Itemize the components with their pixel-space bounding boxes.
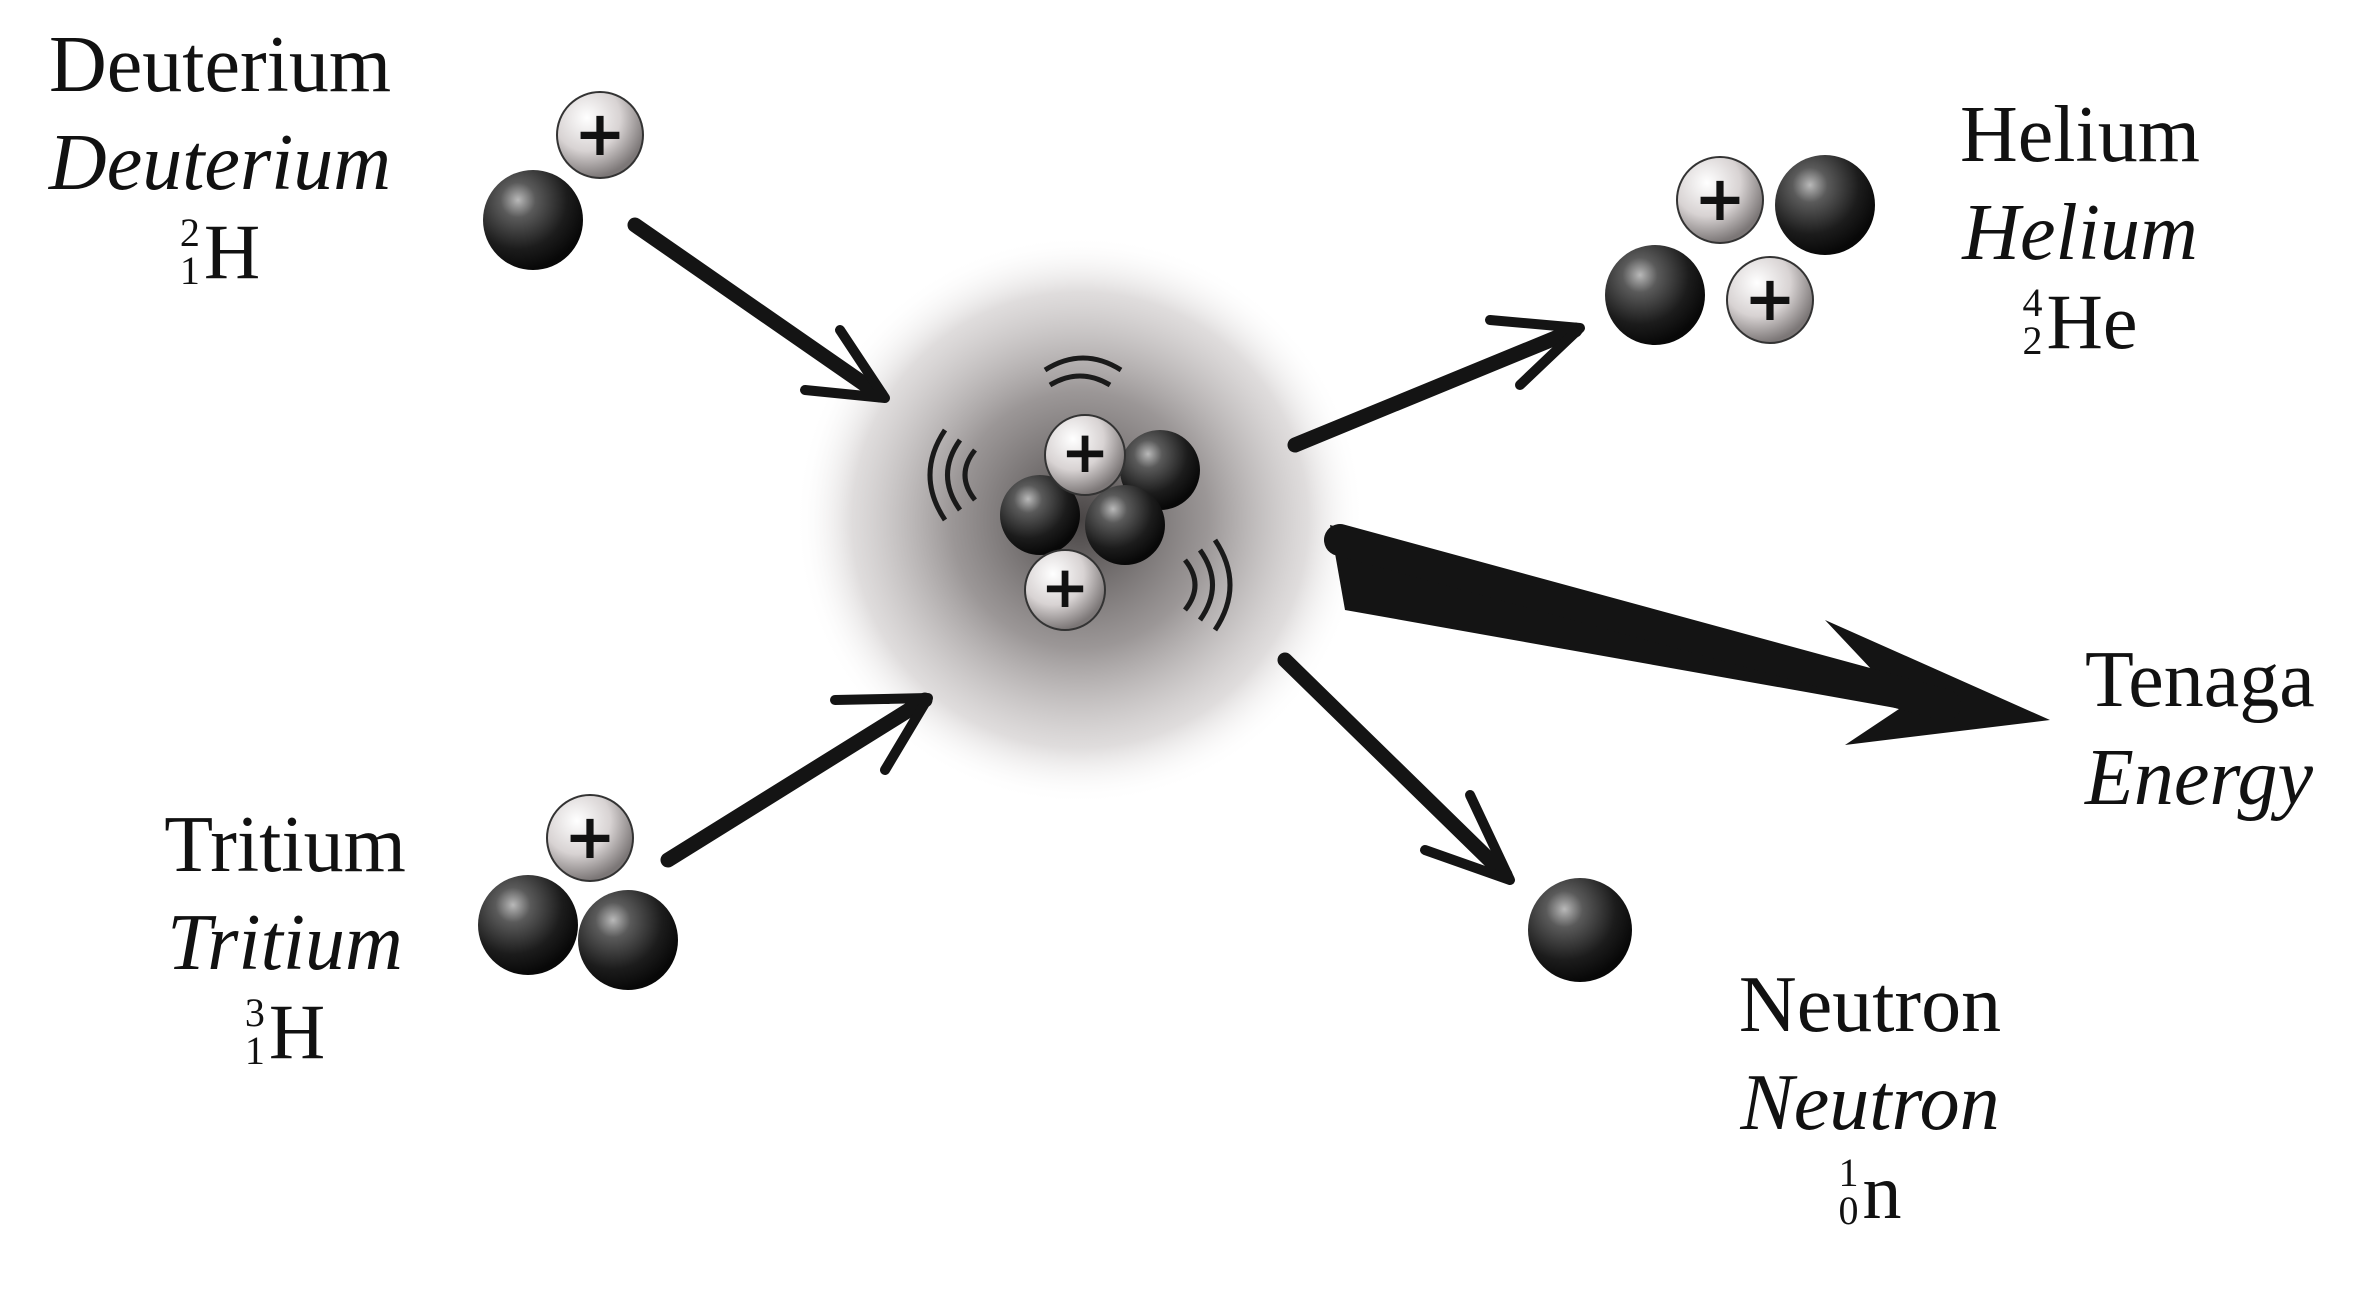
svg-text:+: + (1061, 418, 1110, 486)
neutron-icon (578, 890, 678, 990)
neutron-name-italic: Neutron (1690, 1063, 2050, 1143)
helium-name: Helium (1910, 95, 2250, 175)
helium-nucleus: + + (1605, 155, 1875, 345)
helium-name-italic: Helium (1910, 193, 2250, 273)
tritium-symbol: 3 1 H (245, 993, 325, 1071)
element-symbol: H (269, 993, 325, 1071)
deuterium-name: Deuterium (30, 25, 410, 105)
energy-name-italic: Energy (2085, 738, 2365, 818)
atomic-number: 2 (2023, 322, 2043, 360)
arrow-icon (635, 225, 885, 398)
atomic-number: 0 (1839, 1192, 1859, 1230)
tritium-name-italic: Tritium (135, 903, 435, 983)
neutron-icon (478, 875, 578, 975)
mass-number: 1 (1839, 1154, 1859, 1192)
mass-number: 4 (2023, 284, 2043, 322)
energy-arrow-icon (1330, 525, 2050, 745)
tritium-name: Tritium (135, 805, 435, 885)
output-neutron (1528, 878, 1632, 982)
helium-symbol: 4 2 He (2023, 283, 2138, 361)
tritium-label: Tritium Tritium 3 1 H (135, 805, 435, 1071)
element-symbol: He (2047, 283, 2138, 361)
arrow-icon (668, 698, 928, 860)
proton-plus-sign: + (574, 97, 626, 170)
isotope-numbers: 1 0 (1839, 1154, 1859, 1230)
helium-label: Helium Helium 4 2 He (1910, 95, 2250, 361)
element-symbol: H (204, 213, 260, 291)
isotope-numbers: 2 1 (180, 214, 200, 290)
arrow-icon (1285, 660, 1510, 880)
proton-plus-sign: + (1694, 162, 1746, 235)
neutron-symbol: 1 0 n (1839, 1153, 1902, 1231)
isotope-numbers: 4 2 (2023, 284, 2043, 360)
isotope-numbers: 3 1 (245, 994, 265, 1070)
deuterium-symbol: 2 1 H (180, 213, 260, 291)
element-symbol: n (1863, 1153, 1902, 1231)
mass-number: 2 (180, 214, 200, 252)
deuterium-name-italic: Deuterium (30, 123, 410, 203)
proton-plus-sign: + (564, 800, 616, 873)
tritium-nucleus: + (478, 795, 678, 990)
neutron-icon (1775, 155, 1875, 255)
energy-name: Tenaga (2085, 640, 2365, 720)
proton-plus-sign: + (1744, 262, 1796, 335)
arrow-icon (1295, 320, 1580, 445)
deuterium-label: Deuterium Deuterium 2 1 H (30, 25, 410, 291)
neutron-icon (1605, 245, 1705, 345)
energy-label: Tenaga Energy (2085, 640, 2365, 818)
mass-number: 3 (245, 994, 265, 1032)
neutron-icon (483, 170, 583, 270)
svg-text:+: + (1041, 553, 1090, 621)
atomic-number: 1 (245, 1032, 265, 1070)
deuterium-nucleus: + (483, 92, 643, 270)
neutron-icon (1528, 878, 1632, 982)
atomic-number: 1 (180, 252, 200, 290)
neutron-label: Neutron Neutron 1 0 n (1690, 965, 2050, 1231)
neutron-name: Neutron (1690, 965, 2050, 1045)
